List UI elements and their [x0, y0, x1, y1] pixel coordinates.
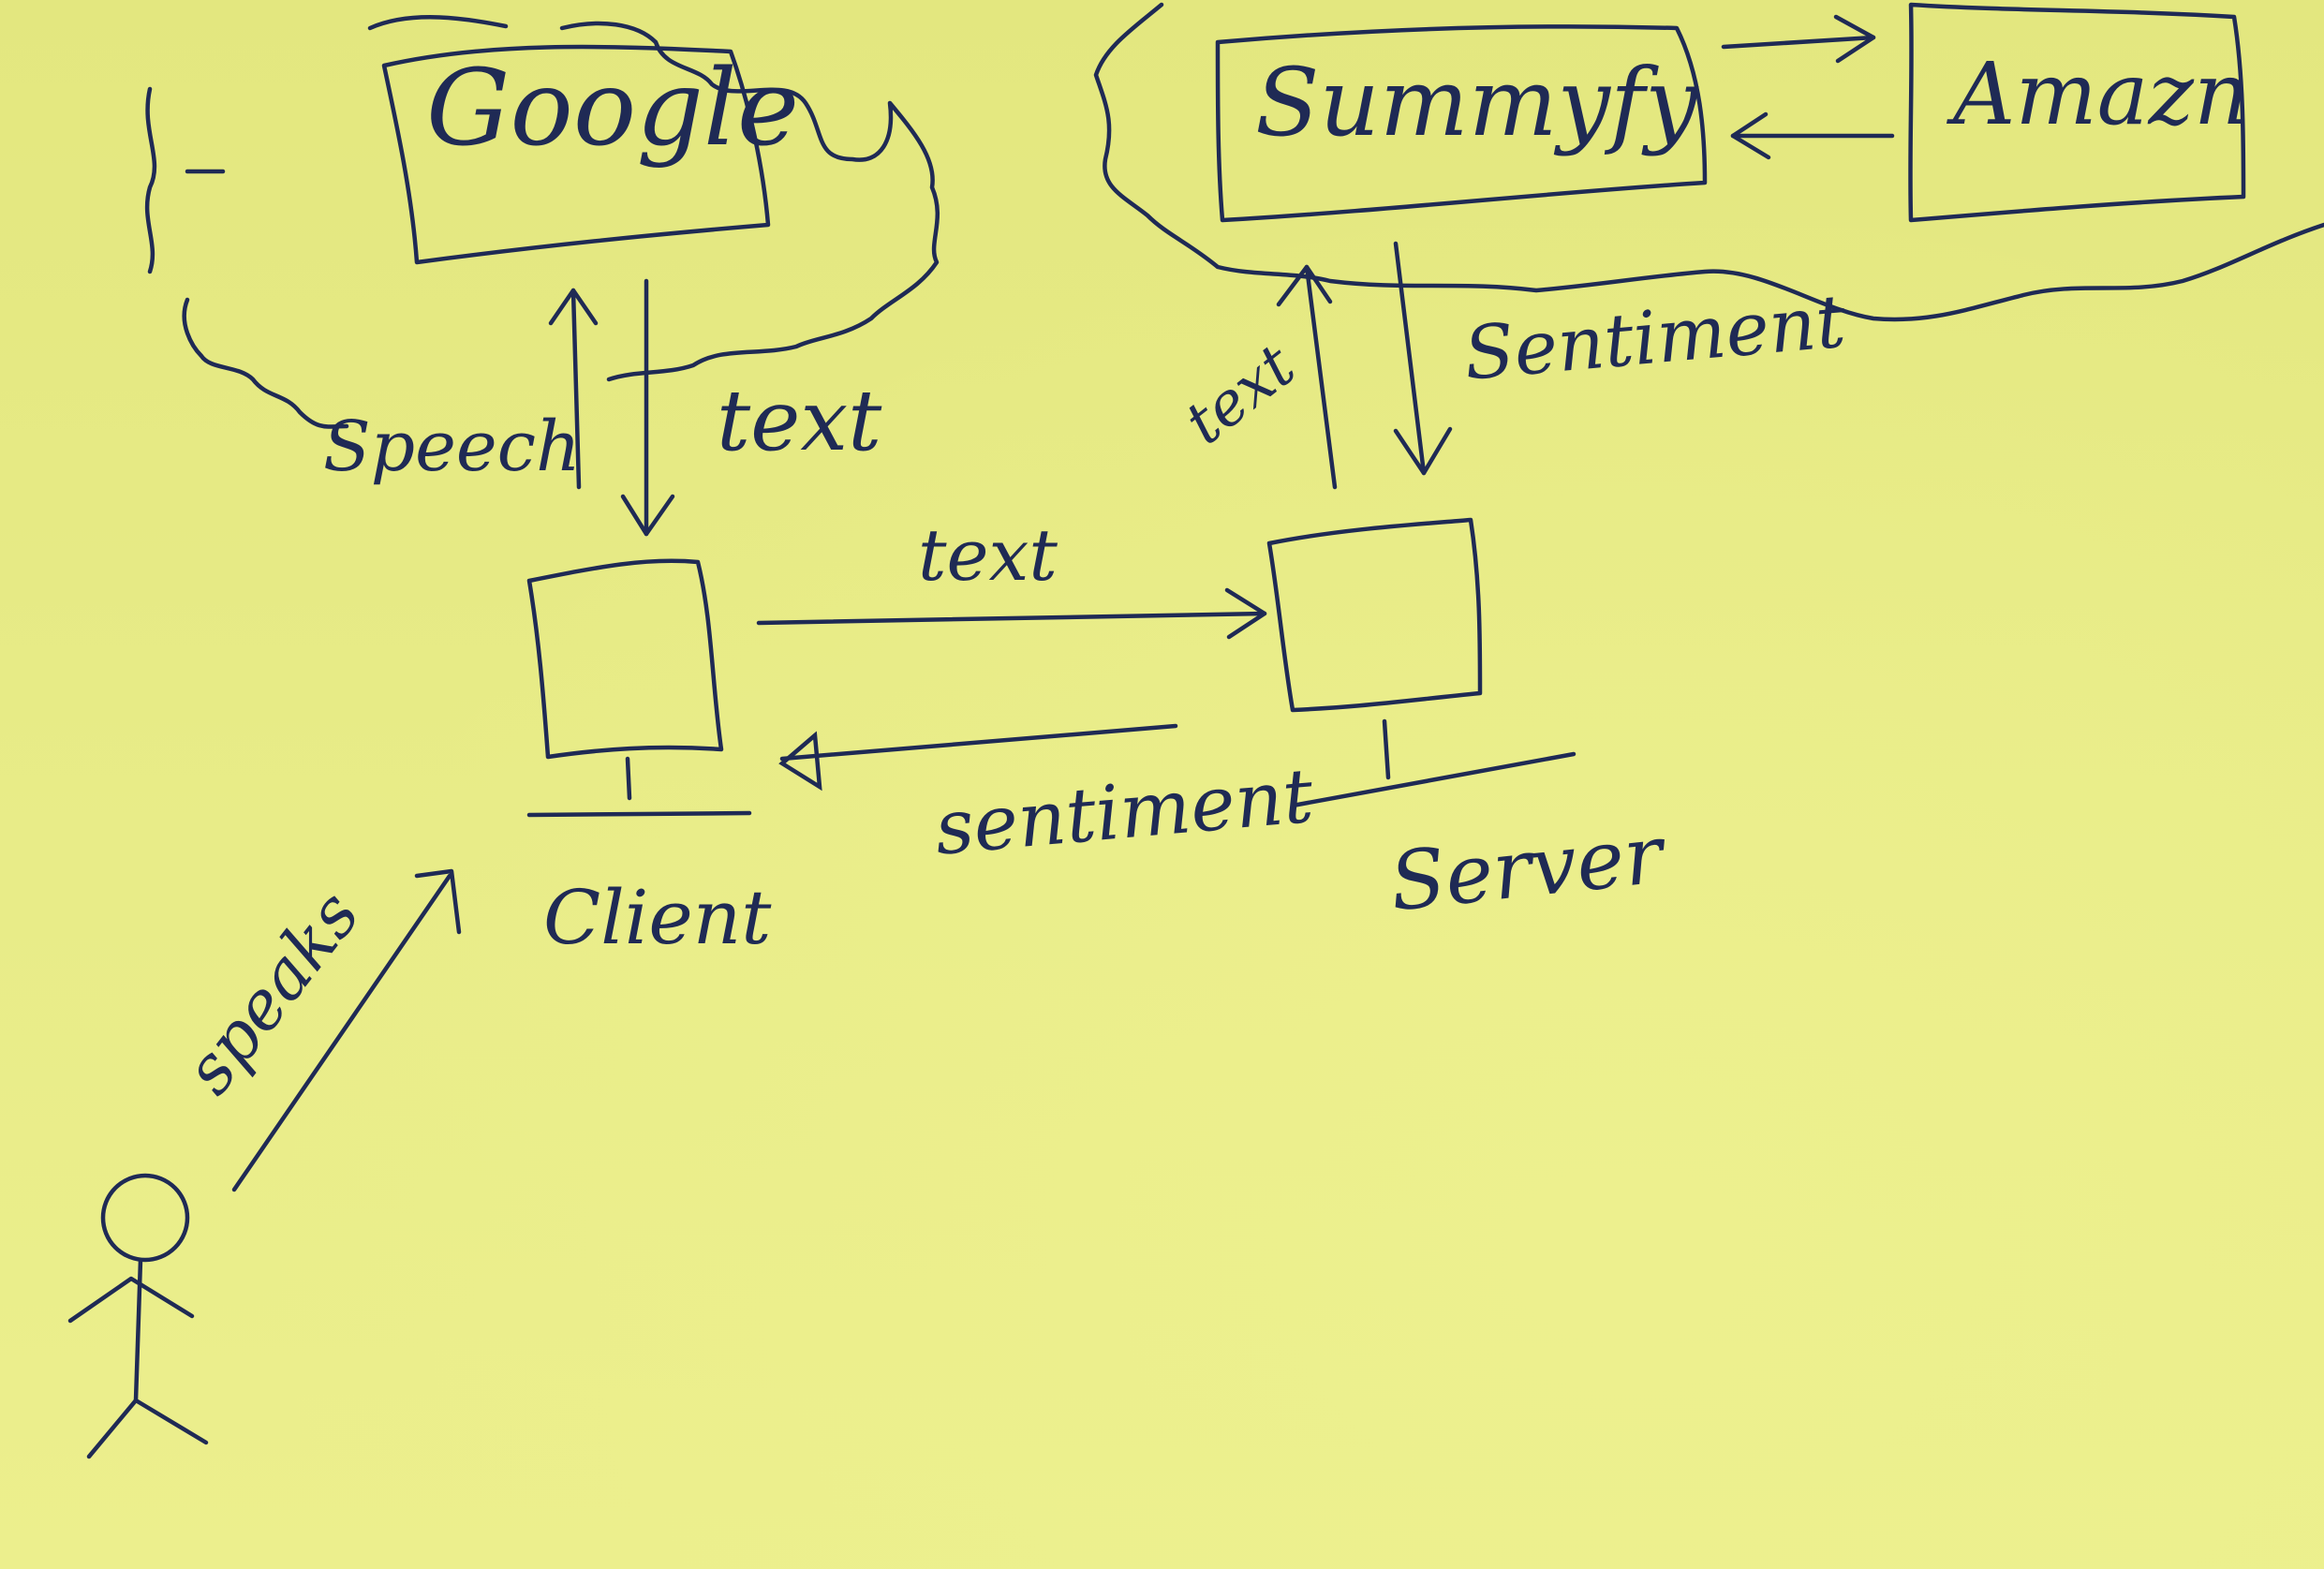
- summify-label: Summyfy: [1255, 48, 1698, 157]
- client-base: [526, 810, 752, 818]
- edge-label-text-client-server: text: [918, 513, 1058, 597]
- arrow-text-down-head: [620, 494, 675, 537]
- amazon-box: [1908, 2, 2246, 223]
- arrow-text-client-server-head: [1224, 587, 1267, 640]
- google-label: Google: [426, 48, 800, 170]
- arrow-speech-up-line: [570, 288, 582, 490]
- arrow-text-up-head: [1276, 264, 1333, 307]
- client-monitor: [526, 558, 724, 760]
- arrow-summify-to-amazon-head: [1833, 14, 1876, 64]
- server-stand: [1382, 718, 1391, 780]
- summify-cloud-outline: [1093, 2, 2324, 322]
- server-monitor: [1266, 517, 1483, 713]
- arrow-speaks-line: [231, 873, 452, 1192]
- user-head: [100, 1173, 190, 1263]
- arrow-sentiment-down-head: [1393, 426, 1453, 476]
- arrow-sentiment-down-line: [1393, 241, 1427, 476]
- arrow-speech-up-head: [548, 288, 599, 326]
- arrow-text-up-line: [1304, 264, 1338, 490]
- arrow-sentiment-server-client-line: [779, 723, 1178, 762]
- arrow-text-client-server-line: [756, 611, 1267, 626]
- arrow-speaks-head: [414, 868, 462, 935]
- amazon-label: Amazn: [1953, 44, 2250, 144]
- google-box: [381, 44, 771, 265]
- client-stand: [625, 756, 632, 801]
- arrow-amazon-to-summify-head: [1730, 111, 1771, 160]
- arrow-sentiment-server-client-head: [778, 731, 822, 792]
- client-label: Client: [543, 874, 772, 961]
- edge-label-text-from-google: text: [717, 372, 882, 470]
- user-legs: [86, 1398, 209, 1459]
- summify-box: [1215, 24, 1708, 223]
- arrow-summify-to-amazon-line: [1721, 35, 1876, 50]
- edge-label-speech: Speech: [323, 407, 581, 487]
- user-arms: [67, 1276, 195, 1324]
- server-base: [1290, 751, 1576, 808]
- google-cloud-outline: [144, 15, 940, 429]
